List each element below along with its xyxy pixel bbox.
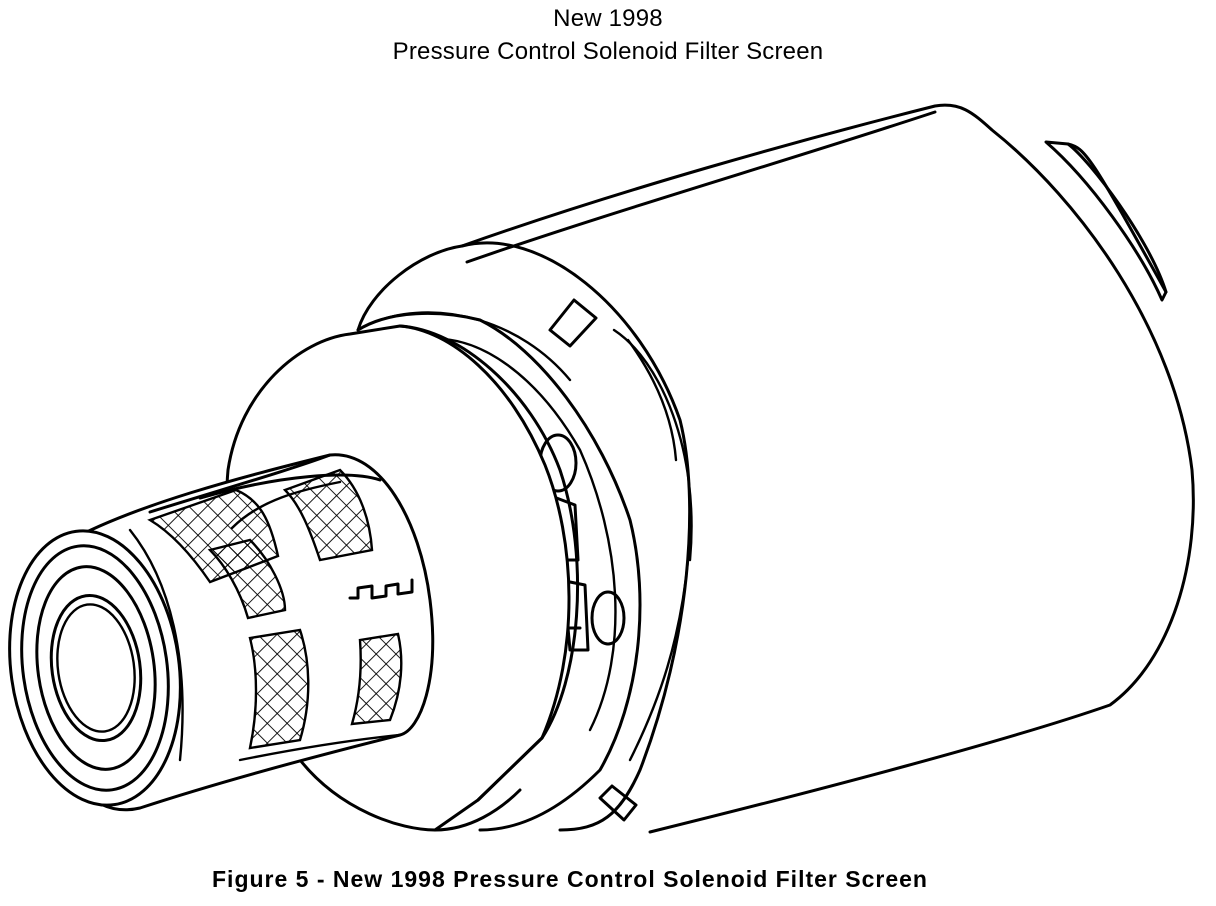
end-cap bbox=[8, 529, 182, 807]
diagram-title: New 1998 Pressure Control Solenoid Filte… bbox=[0, 0, 1216, 68]
title-line-2: Pressure Control Solenoid Filter Screen bbox=[392, 38, 824, 65]
figure-caption: Figure 5 - New 1998 Pressure Control Sol… bbox=[212, 866, 928, 892]
mounting-flange bbox=[356, 241, 693, 832]
title-line-1: New 1998 bbox=[553, 5, 663, 32]
solenoid-body bbox=[460, 103, 1195, 834]
